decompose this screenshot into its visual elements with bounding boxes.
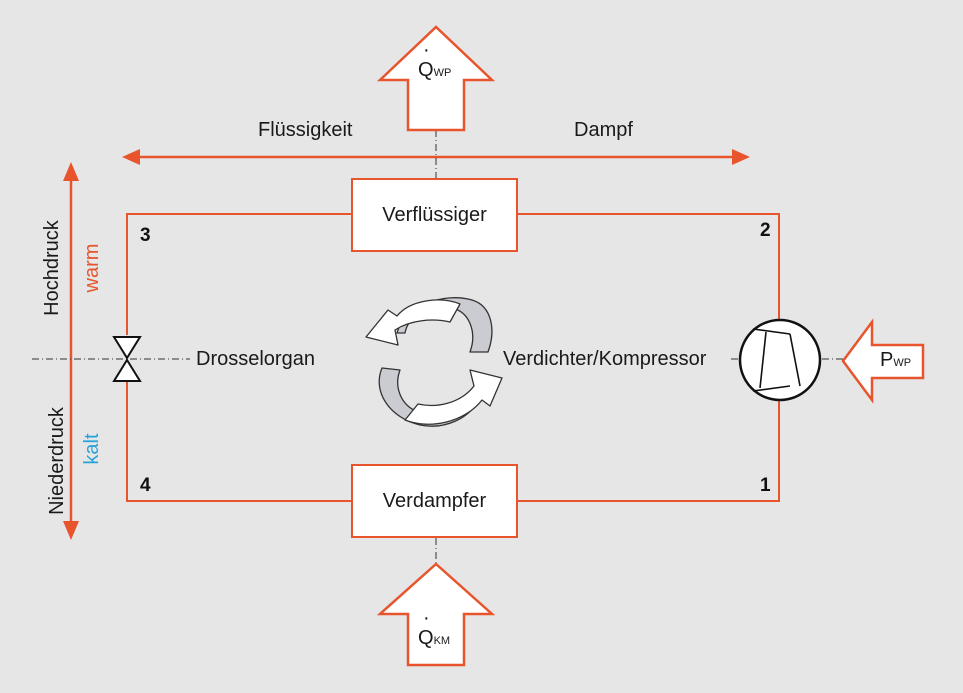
liquid-label: Flüssigkeit [258, 119, 353, 141]
heat-output-subscript: WP [433, 67, 452, 79]
point-2: 2 [760, 220, 771, 241]
throttle-valve-icon [112, 336, 142, 382]
warm-label: warm [81, 243, 103, 293]
point-4: 4 [140, 475, 151, 496]
heat-input-dot: · [423, 607, 430, 629]
evaporator-box: Verdampfer [351, 464, 518, 538]
compressor-icon [738, 318, 822, 402]
heat-input-symbol: Q [418, 627, 434, 649]
compressor-label: Verdichter/Kompressor [503, 348, 707, 370]
evaporator-label: Verdampfer [382, 489, 487, 512]
condenser-box: Verflüssiger [351, 178, 518, 252]
heat-output-symbol: Q [418, 59, 434, 81]
heat-input-arrow [376, 562, 496, 667]
power-input-subscript: WP [893, 357, 912, 369]
condenser-label: Verflüssiger [382, 203, 487, 226]
heat-output-dot: · [423, 39, 430, 61]
vapor-label: Dampf [574, 119, 633, 141]
dash-dot-lines [32, 130, 843, 565]
heat-output-arrow [376, 25, 496, 132]
heat-input-label: QKM [418, 628, 450, 648]
circular-arrows-icon [365, 297, 503, 427]
high-pressure-label: Hochdruck [41, 220, 63, 316]
refrigerant-circuit [126, 213, 780, 502]
power-input-label: PWP [880, 350, 911, 370]
phase-arrow [122, 149, 750, 165]
heat-input-subscript: KM [433, 635, 451, 647]
point-1: 1 [760, 475, 771, 496]
heat-output-label: QWP [418, 60, 451, 80]
power-input-arrow [841, 318, 925, 404]
throttle-label: Drosselorgan [196, 348, 315, 370]
power-input-symbol: P [880, 349, 894, 371]
pressure-arrow [63, 162, 79, 540]
cold-label: kalt [81, 433, 103, 465]
point-3: 3 [140, 225, 151, 246]
low-pressure-label: Niederdruck [46, 407, 68, 515]
